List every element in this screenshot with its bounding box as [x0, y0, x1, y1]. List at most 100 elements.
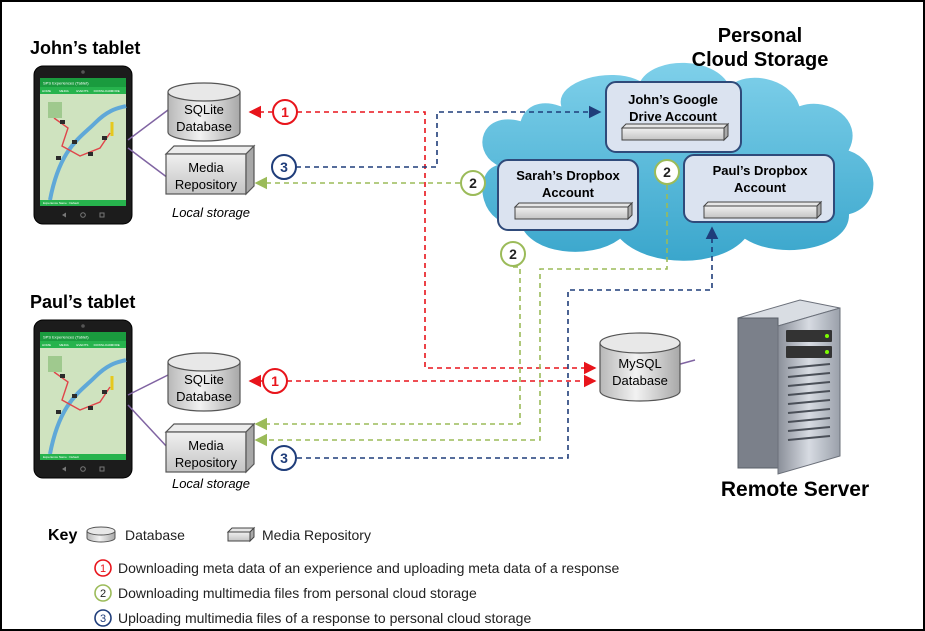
paul-cloud-repo-icon	[702, 200, 823, 220]
marker-blue-paul: 3	[271, 445, 297, 471]
svg-text:2: 2	[509, 246, 517, 262]
sarah-account-line2: Account	[542, 185, 595, 200]
svg-text:Uploading multimedia files of: Uploading multimedia files of a response…	[118, 610, 531, 626]
map-marker	[88, 406, 93, 410]
tablet-tab-home: HOME	[42, 343, 51, 347]
map-marker	[60, 374, 65, 378]
svg-text:1: 1	[281, 104, 289, 120]
flow-green-paul-google	[254, 185, 668, 447]
tablet-camera	[81, 324, 85, 328]
john-db-line2: Database	[176, 119, 232, 134]
paul-dropbox-account: Paul’s Dropbox Account	[683, 154, 835, 223]
svg-text:Downloading multimedia files f: Downloading multimedia files from person…	[118, 585, 477, 601]
map-route	[53, 117, 111, 157]
john-db-line1: SQLite	[184, 102, 224, 117]
key-item-3: 3 Uploading multimedia files of a respon…	[94, 609, 531, 627]
key-item-1: 1 Downloading meta data of an experience…	[94, 559, 619, 577]
tablet-tab-media: MEDIA	[59, 89, 69, 93]
map-marker	[88, 152, 93, 156]
map-marker	[102, 136, 107, 140]
server-bay	[787, 417, 831, 423]
tablet-app-title: SPS Experiences (Tablet)	[43, 81, 89, 86]
server-bay	[787, 408, 831, 414]
map-park	[48, 356, 62, 372]
john-sqlite-db: SQLite Database	[167, 82, 241, 142]
tablet-app-bar	[40, 78, 126, 87]
svg-text:2: 2	[100, 588, 106, 600]
marker-blue-john: 3	[271, 154, 297, 180]
tablet-app-title: SPS Experiences (Tablet)	[43, 335, 89, 340]
google-drive-account: John’s Google Drive Account	[605, 81, 742, 153]
back-icon	[62, 466, 66, 472]
tablet-tab-bar	[40, 341, 126, 348]
tablet-tab-download: DOWNLOAD	[94, 343, 113, 347]
svg-text:3: 3	[280, 159, 288, 175]
remote-server-label: Remote Server	[721, 478, 869, 501]
paul-account-line2: Account	[734, 180, 787, 195]
map-route	[53, 371, 111, 411]
svg-text:1: 1	[100, 563, 106, 575]
john-local-storage-label: Local storage	[172, 205, 250, 220]
tablet-tab-events: EVENTS	[76, 343, 88, 347]
paul-account-line1: Paul’s Dropbox	[713, 163, 809, 178]
google-account-line2: Drive Account	[629, 109, 717, 124]
john-media-repository: Media Repository	[164, 144, 256, 196]
flow-blue-paul	[297, 226, 719, 459]
tablet-status-bar	[40, 454, 126, 460]
paul-tablet-label: Paul’s tablet	[30, 292, 135, 312]
marker-green-sarah: 2	[460, 170, 486, 196]
server-drive-bays	[787, 363, 831, 441]
flow-red-john	[248, 105, 597, 375]
map-park	[48, 102, 62, 118]
svg-text:Downloading meta data of an ex: Downloading meta data of an experience a…	[118, 560, 619, 576]
tablet-status-text: Experience Name : Default	[43, 201, 79, 205]
paul-sqlite-db: SQLite Database	[167, 352, 241, 412]
google-account-line1: John’s Google	[628, 92, 718, 107]
key-database-icon	[86, 526, 116, 543]
key-database-label: Database	[125, 527, 185, 543]
tablet-tab-download: DOWNLOAD	[94, 89, 113, 93]
mysql-line1: MySQL	[618, 356, 661, 371]
tablet-tab-events: EVENTS	[76, 89, 88, 93]
map-river	[48, 358, 127, 455]
google-repo-icon	[620, 122, 730, 142]
john-repo-line2: Repository	[175, 177, 238, 192]
sarah-account-line1: Sarah’s Dropbox	[516, 168, 620, 183]
mysql-database: MySQL Database	[599, 332, 681, 402]
tablet-tab-more: MORE	[111, 343, 120, 347]
cloud-title-line1: Personal	[718, 25, 802, 47]
marker-green-sarah-down: 2	[500, 241, 526, 267]
svg-text:3: 3	[280, 450, 288, 466]
svg-text:2: 2	[663, 164, 671, 180]
map-marker	[56, 156, 61, 160]
server-bay	[787, 399, 831, 405]
paul-media-repository: Media Repository	[164, 422, 256, 474]
key-title: Key	[48, 527, 77, 544]
tablet-status-bar	[40, 200, 126, 206]
map-marker	[56, 410, 61, 414]
svg-text:2: 2	[469, 175, 477, 191]
svg-text:1: 1	[271, 373, 279, 389]
tablet-camera	[81, 70, 85, 74]
marker-green-google: 2	[654, 159, 680, 185]
map-marker	[60, 120, 65, 124]
sarah-dropbox-account: Sarah’s Dropbox Account	[497, 159, 639, 231]
marker-red-paul: 1	[262, 368, 288, 394]
server-bay	[787, 390, 831, 396]
tablet-status-text: Experience Name : Default	[43, 455, 79, 459]
back-icon	[62, 212, 66, 218]
key-media-repo-label: Media Repository	[262, 527, 371, 543]
tablet-tab-more: MORE	[111, 89, 120, 93]
marker-red-john: 1	[272, 99, 298, 125]
recents-icon	[99, 212, 105, 218]
tablet-tab-media: MEDIA	[59, 343, 69, 347]
tablet-app-bar	[40, 332, 126, 341]
server-bay	[787, 435, 831, 441]
server-bay	[787, 372, 831, 378]
home-icon	[80, 212, 86, 218]
map-river	[48, 104, 127, 201]
mysql-line2: Database	[612, 373, 668, 388]
